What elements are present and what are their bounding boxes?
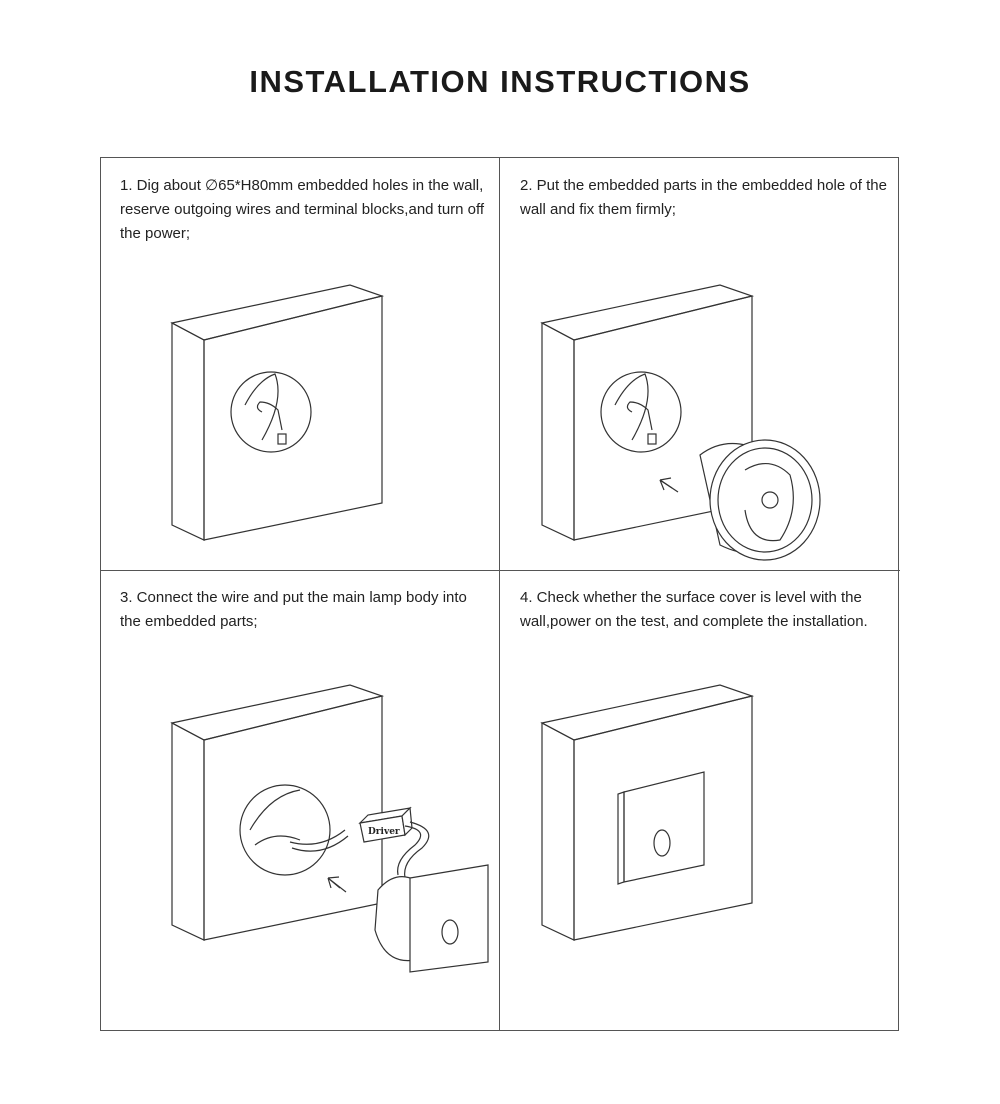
step-3-text: 3. Connect the wire and put the main lam… [120, 589, 467, 630]
divider [100, 570, 900, 571]
step-2-text: 2. Put the embedded parts in the embedde… [520, 177, 887, 218]
divider [499, 157, 500, 1031]
driver-label: Driver [368, 827, 400, 837]
step-2-illustration [541, 284, 753, 541]
embedded-part-icon [659, 439, 821, 561]
page-title: INSTALLATION INSTRUCTIONS [249, 64, 751, 99]
driver-icon: Driver [289, 806, 489, 973]
step-1-text: 1. Dig about ∅65*H80mm embedded holes in… [120, 177, 485, 242]
step-4-text: 4. Check whether the surface cover is le… [520, 589, 868, 630]
step-3-illustration [171, 684, 383, 941]
step-1-illustration [171, 284, 383, 541]
step-4-illustration [541, 684, 753, 941]
